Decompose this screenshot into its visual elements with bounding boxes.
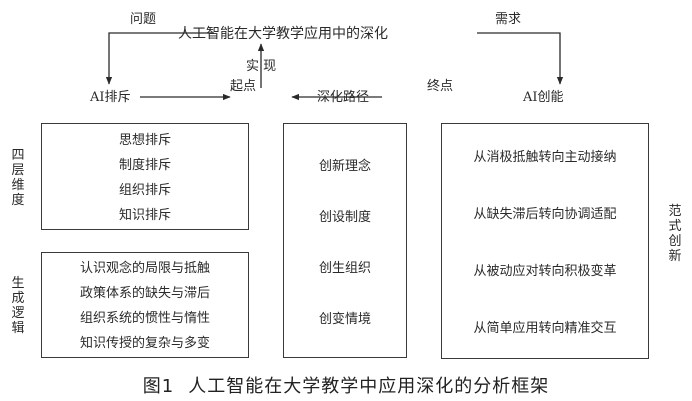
paradigm-innovation-box: 从消极抵触转向主动接纳 从缺失滞后转向协调适配 从被动应对转向积极变革 从简单应… [441, 123, 649, 359]
list-item: 创新理念 [318, 159, 371, 174]
realize-label: 实 现 [246, 59, 277, 74]
list-item: 思想排斥 [118, 133, 171, 148]
list-item: 从消极抵触转向主动接纳 [473, 150, 617, 165]
goal-title: 人工智能在大学教学应用中的深化 [178, 26, 388, 42]
problem-arrow [105, 32, 214, 85]
list-item: 创变情境 [318, 312, 371, 327]
demand-label: 需求 [495, 12, 522, 27]
list-item: 制度排斥 [118, 158, 171, 173]
list-item: 知识排斥 [118, 208, 171, 223]
demand-arrow [477, 32, 564, 85]
list-item: 认识观念的局限与抵触 [79, 261, 210, 276]
list-item: 从被动应对转向积极变革 [473, 264, 617, 279]
start-point-label: 起点 [230, 79, 257, 94]
deepening-path-node: 深化路径 [317, 90, 370, 105]
list-item: 组织排斥 [118, 183, 171, 198]
figure-caption-text: 人工智能在大学教学中应用深化的分析框架 [188, 376, 550, 397]
generative-logic-label: 生 成 逻 辑 [11, 276, 25, 336]
deepening-path-box: 创新理念 创设制度 创生组织 创变情境 [283, 123, 407, 358]
list-item: 组织系统的惯性与惰性 [79, 311, 210, 326]
rejection-dimensions-box: 思想排斥 制度排斥 组织排斥 知识排斥 [41, 123, 249, 230]
figure-caption: 图1 人工智能在大学教学中应用深化的分析框架 [0, 372, 692, 398]
list-item: 政策体系的缺失与滞后 [79, 286, 210, 301]
ai-rejection-node: AI排斥 [90, 90, 131, 105]
figure-number: 图1 [142, 376, 175, 397]
list-item: 从简单应用转向精准交互 [473, 321, 617, 336]
paradigm-innovation-label: 范 式 创 新 [668, 204, 682, 264]
problem-label: 问题 [130, 12, 157, 27]
ai-empowerment-node: AI创能 [523, 90, 564, 105]
list-item: 创生组织 [318, 261, 371, 276]
flow-connectors [105, 32, 564, 101]
end-point-label: 终点 [427, 79, 454, 94]
list-item: 知识传授的复杂与多变 [79, 336, 210, 351]
four-layer-dimensions-label: 四 层 维 度 [11, 148, 25, 208]
generative-logic-box: 认识观念的局限与抵触 政策体系的缺失与滞后 组织系统的惯性与惰性 知识传授的复杂… [41, 252, 249, 358]
list-item: 创设制度 [318, 210, 371, 225]
list-item: 从缺失滞后转向协调适配 [473, 207, 617, 222]
